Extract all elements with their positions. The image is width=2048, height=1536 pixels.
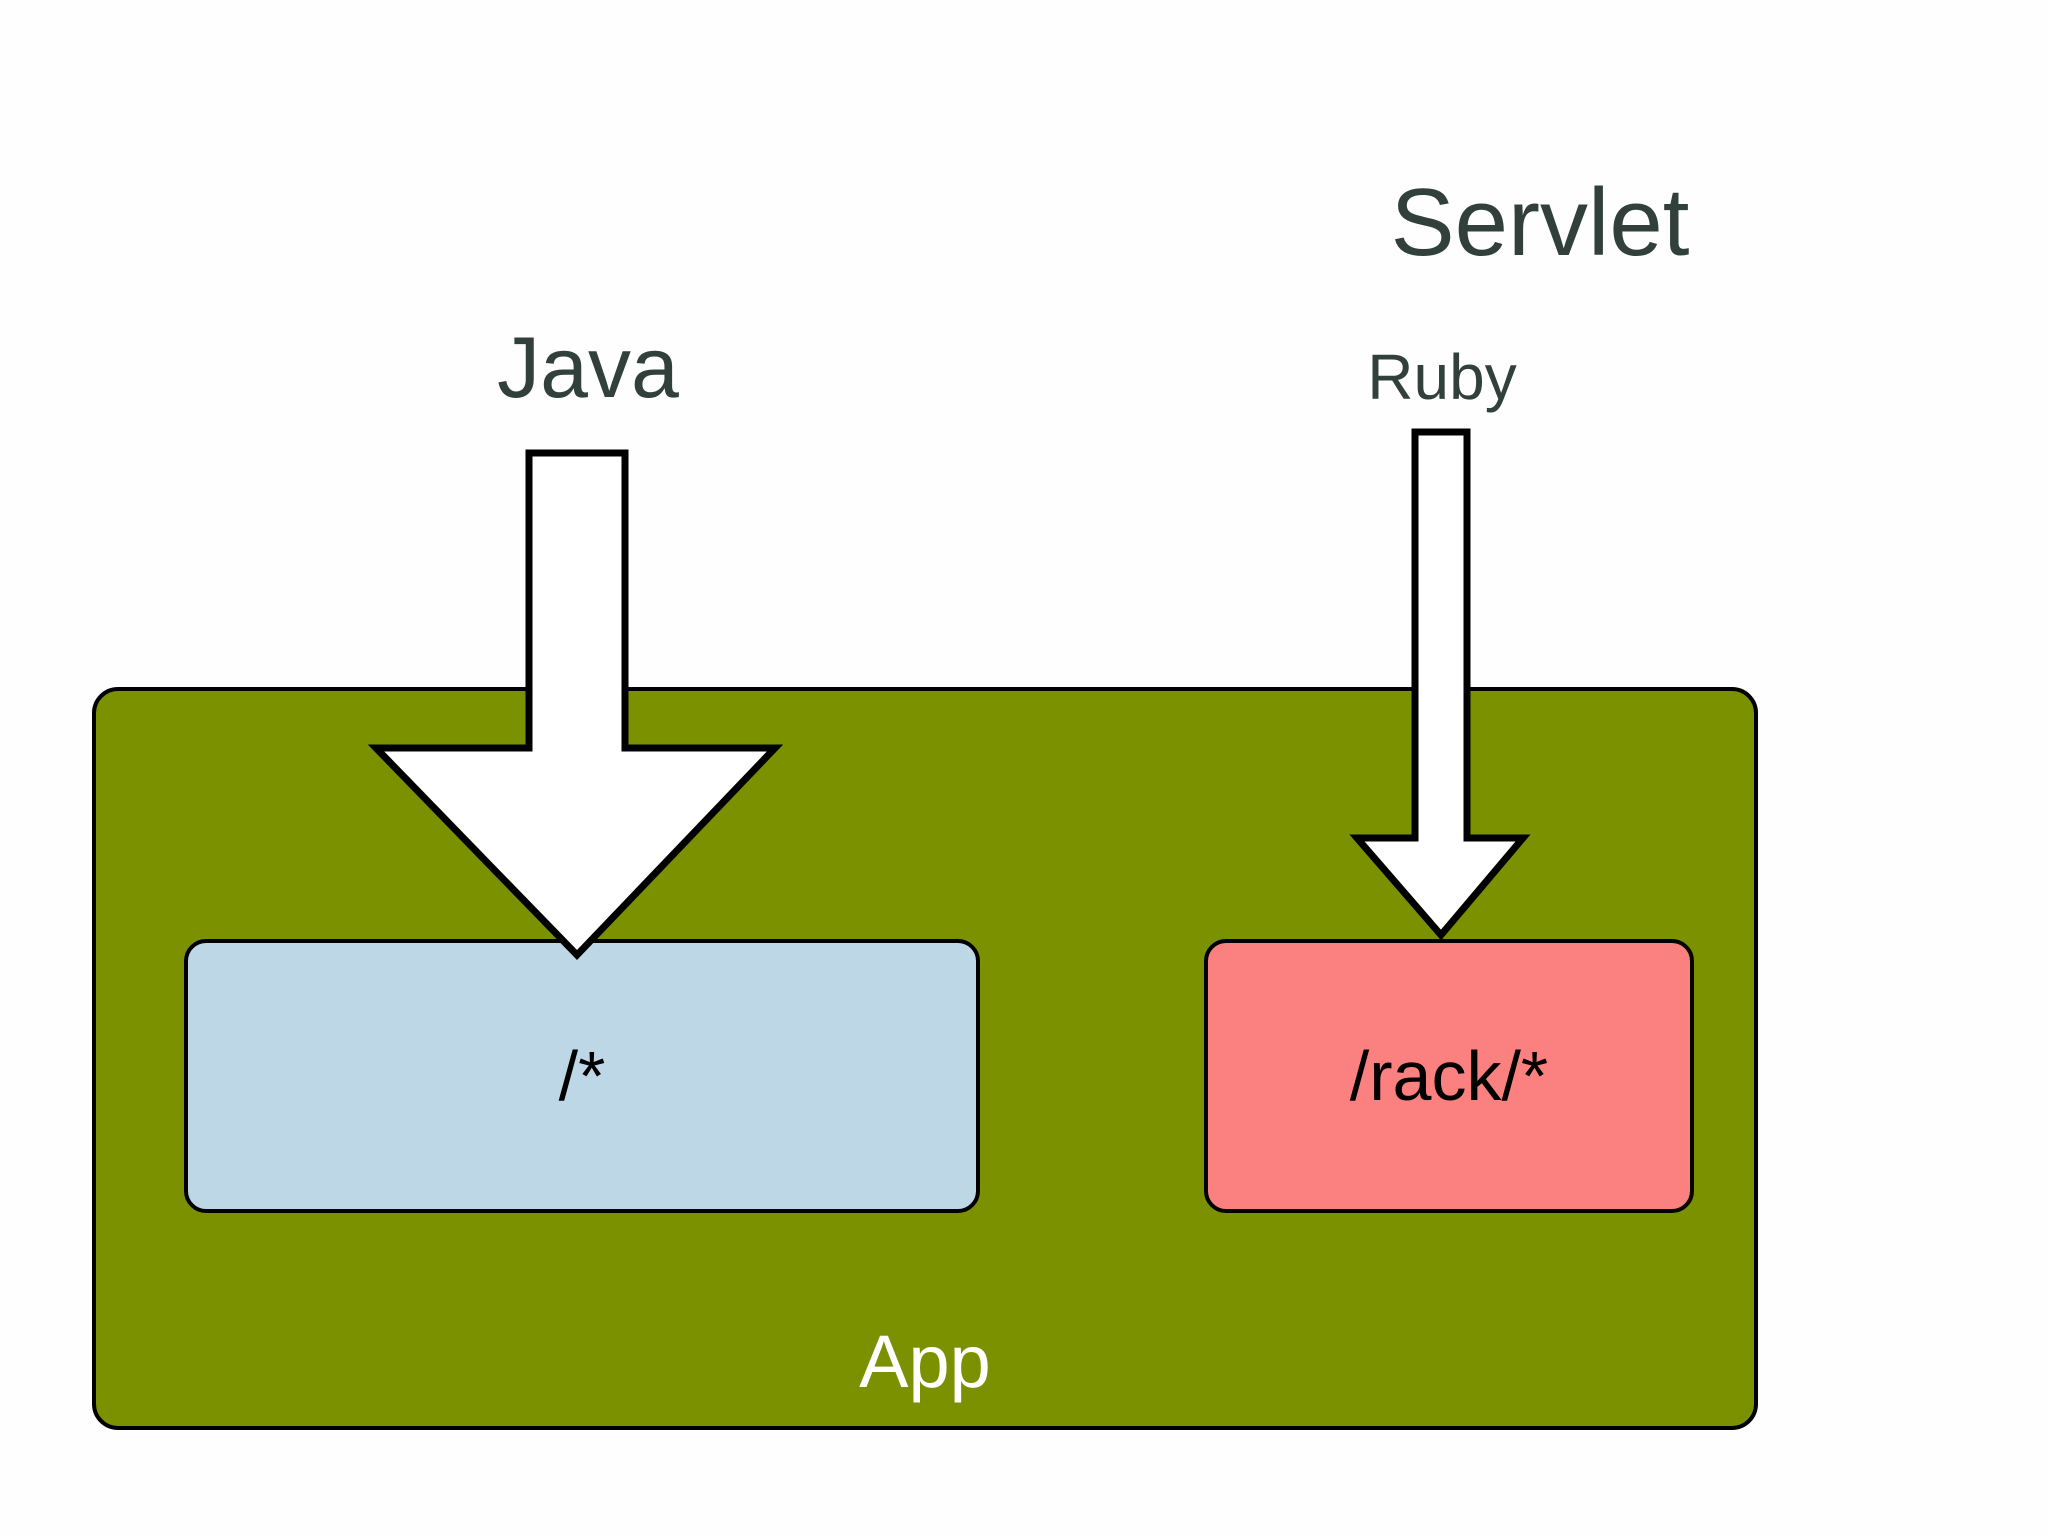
mapping-box-java-label: /*	[558, 1037, 606, 1115]
servlet-title: Servlet	[1390, 169, 1690, 276]
app-container-label: App	[859, 1320, 991, 1403]
mapping-box-rack-label: /rack/*	[1349, 1037, 1549, 1115]
app-container: /* /rack/*	[92, 687, 1758, 1430]
mapping-box-rack[interactable]: /rack/*	[1204, 939, 1694, 1213]
ruby-source-label: Ruby	[1367, 341, 1517, 413]
mapping-box-java[interactable]: /*	[184, 939, 980, 1213]
java-source-label: Java	[497, 320, 679, 416]
